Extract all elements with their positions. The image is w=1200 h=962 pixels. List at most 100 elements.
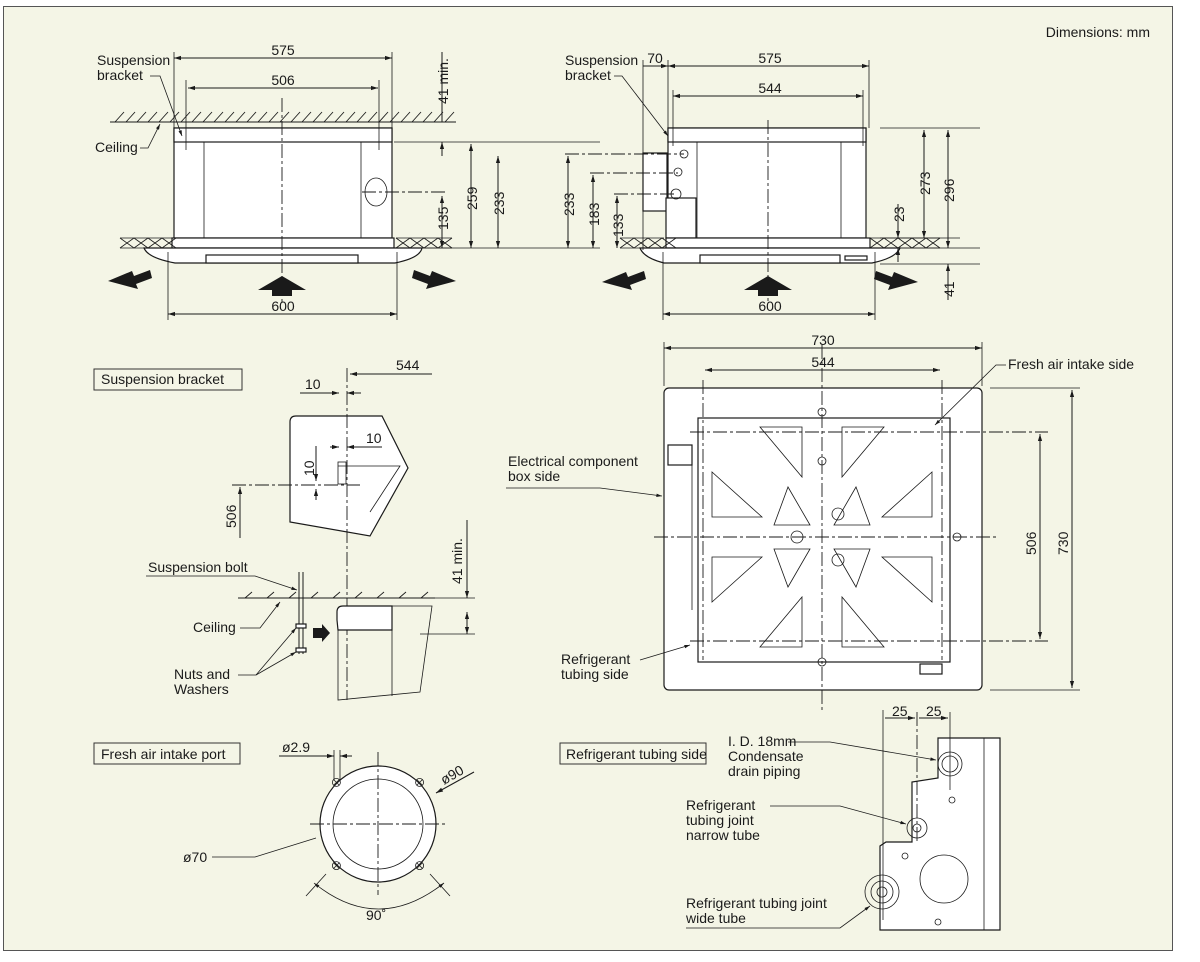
- hatch-mark: [257, 111, 268, 123]
- insert-arrow-icon: [313, 624, 330, 642]
- unit-body: [173, 127, 393, 239]
- dim-296: 296: [941, 178, 957, 202]
- dim-273: 273: [917, 171, 933, 195]
- ceiling-hatch: [114, 111, 455, 123]
- dim-506-bracket: 506: [223, 504, 239, 528]
- label-ceiling: Ceiling: [95, 139, 138, 155]
- hatch-mark: [301, 111, 312, 123]
- dim-41: 41: [941, 281, 957, 297]
- piping-plate: [665, 197, 697, 239]
- hatch-mark: [420, 591, 429, 599]
- hatch-mark: [147, 111, 158, 123]
- hatch-mark: [136, 111, 147, 123]
- piping-plate-outline: [879, 737, 1001, 931]
- airflow-out-left-icon: [108, 270, 152, 289]
- mounting-hole-icon: [415, 778, 425, 787]
- board-hatch: [133, 237, 149, 249]
- fan-frame: [711, 426, 933, 648]
- frame-cutout: [833, 548, 871, 588]
- dim-hole-2-9: ø2.9: [282, 739, 310, 755]
- unit-body-side: [667, 127, 867, 239]
- svg-text:bracket: bracket: [565, 67, 611, 83]
- svg-text:Washers: Washers: [174, 681, 229, 697]
- side-view: 70 575 544 600 233 183 133 273 296 23 41…: [561, 50, 980, 320]
- label-electrical-box-side: Electrical component: [508, 453, 638, 469]
- svg-text:box side: box side: [508, 468, 560, 484]
- label-suspension-bracket: Suspension: [97, 52, 170, 68]
- mounting-hole-icon: [331, 861, 341, 870]
- dim-544-plan: 544: [811, 354, 835, 370]
- mounting-hole-icon: [331, 778, 341, 787]
- board-hatch: [119, 237, 135, 249]
- dim-730-w: 730: [811, 332, 835, 348]
- airflow-out-right-icon: [412, 270, 456, 289]
- label-suspension-bracket-side: Suspension: [565, 52, 638, 68]
- label-nuts-and-washers: Nuts and: [174, 666, 230, 682]
- dim-10-c: 10: [301, 460, 317, 476]
- airflow-in-icon: [744, 276, 792, 296]
- board-hatch: [647, 237, 663, 249]
- airflow-out-right-icon: [874, 271, 918, 290]
- board-hatch: [911, 237, 927, 249]
- dim-730-h: 730: [1055, 531, 1071, 555]
- svg-text:narrow tube: narrow tube: [686, 827, 760, 843]
- section-title-box: [559, 742, 707, 765]
- board-hatch: [437, 237, 453, 249]
- receiver-window: [919, 663, 943, 675]
- dim-41-min-bracket: 41 min.: [449, 538, 465, 584]
- front-view: 575 506 600 41 min. 135 259 233 Suspensi…: [95, 42, 600, 320]
- refrigerant-tubing-detail: Refrigerant tubing side 25 25 I. D. 18mm…: [559, 703, 1001, 931]
- wide-tube-icon: [864, 874, 900, 910]
- hatch-mark: [202, 111, 213, 123]
- board-hatch: [661, 237, 677, 249]
- hatch-mark: [332, 591, 341, 599]
- board-hatch: [869, 237, 885, 249]
- units-note: Dimensions: mm: [1046, 24, 1150, 40]
- dim-544: 544: [758, 80, 782, 96]
- hatch-mark: [213, 111, 224, 123]
- bracket-side: [336, 605, 393, 631]
- electrical-box: [642, 152, 668, 212]
- unit-outline: [697, 417, 951, 663]
- board-hatch: [409, 237, 425, 249]
- fresh-air-port-detail: Fresh air intake port ø2.9 ø90 ø70 90˚: [93, 739, 475, 923]
- dim-506-plan: 506: [1023, 531, 1039, 555]
- hatch-mark: [169, 111, 180, 123]
- dim-70-dia: ø70: [183, 849, 207, 865]
- dim-575: 575: [271, 42, 295, 58]
- dim-90-dia: ø90: [438, 762, 467, 788]
- hatch-mark: [266, 591, 275, 599]
- dim-600-side: 600: [758, 298, 782, 314]
- airflow-in-icon: [258, 276, 306, 296]
- hatch-mark: [290, 111, 301, 123]
- plan-view: 730 544 506 730 Fresh air intake side El…: [506, 332, 1134, 712]
- label-fresh-air-intake-side: Fresh air intake side: [1008, 356, 1134, 372]
- dim-90-deg: 90˚: [366, 907, 386, 923]
- svg-text:Condensate: Condensate: [728, 748, 804, 764]
- hatch-mark: [398, 591, 407, 599]
- dim-23: 23: [891, 206, 907, 222]
- hatch-mark: [354, 591, 363, 599]
- dim-70: 70: [647, 50, 663, 66]
- hatch-mark: [334, 111, 345, 123]
- board-hatch: [395, 237, 411, 249]
- dim-25-a: 25: [892, 703, 908, 719]
- dim-233: 233: [491, 191, 507, 215]
- hatch-mark: [224, 111, 235, 123]
- hatch-mark: [312, 111, 323, 123]
- hatch-mark: [389, 111, 400, 123]
- hatch-mark: [411, 111, 422, 123]
- dim-10-a: 10: [305, 376, 321, 392]
- svg-text:tubing side: tubing side: [561, 666, 629, 682]
- hatch-mark: [400, 111, 411, 123]
- suspension-bracket-detail: Suspension bracket 544 10 10 10 506 41 m…: [93, 357, 475, 701]
- hatch-mark: [310, 591, 319, 599]
- hatch-mark: [356, 111, 367, 123]
- frame-cutout: [773, 486, 811, 526]
- label-suspension-bolt: Suspension bolt: [148, 559, 248, 575]
- hatch-mark: [268, 111, 279, 123]
- dim-575-side: 575: [758, 50, 782, 66]
- frame-cutout: [833, 486, 871, 526]
- dim-10-b: 10: [366, 430, 382, 446]
